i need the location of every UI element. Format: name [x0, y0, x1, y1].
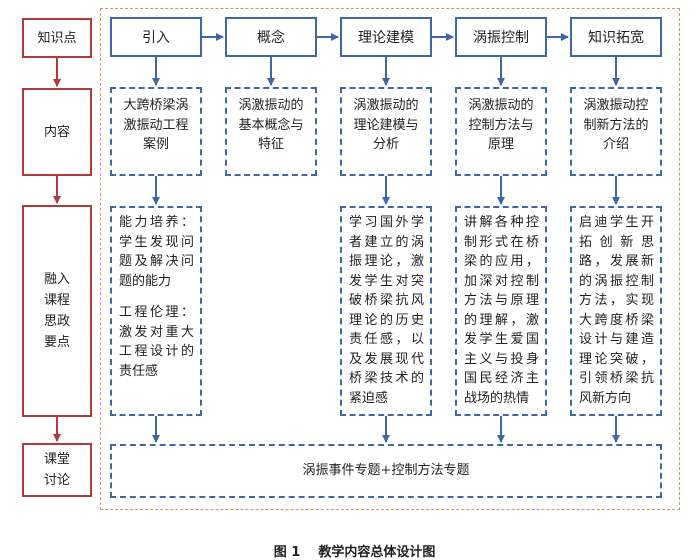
figure-caption: 图 1 教学内容总体设计图 [0, 526, 700, 560]
label-ideology: 融入 课程 思政 要点 [22, 205, 92, 417]
ideology-modeling-text: 学习国外学者建立的涡振理论，激发学生对突破桥梁抗风理论的历史责任感，以及发展现代… [349, 215, 424, 406]
node-concept: 概念 [225, 17, 317, 57]
label-discussion: 课堂 讨论 [22, 443, 92, 497]
node-control: 涡振控制 [455, 17, 547, 57]
ideology-intro-ethics: 工程伦理：激发对重大工程设计的责任感 [119, 305, 194, 379]
outer-frame [100, 8, 680, 510]
content-case-text: 大跨桥梁涡激振动工程案例 [123, 98, 189, 152]
node-intro: 引入 [110, 17, 202, 57]
label-knowledge-point: 知识点 [22, 18, 92, 58]
node-extension: 知识拓宽 [570, 17, 662, 57]
ideology-control: 讲解各种控制形式在桥梁的应用，加深对控制方法与原理的理解，激发学生爱国主义与投身… [455, 206, 547, 416]
content-new-methods: 涡激振动控制新方法的介绍 [570, 87, 662, 176]
content-control: 涡激振动的控制方法与原理 [455, 87, 547, 176]
content-concept-text: 涡激振动的基本概念与特征 [238, 98, 304, 152]
label-discussion-text: 课堂 讨论 [43, 452, 70, 488]
ideology-modeling: 学习国外学者建立的涡振理论，激发学生对突破桥梁抗风理论的历史责任感，以及发展现代… [340, 206, 432, 416]
content-modeling-text: 涡激振动的理论建模与分析 [353, 98, 419, 152]
discussion-topics-text: 涡振事件专题+控制方法专题 [302, 463, 470, 479]
ideology-intro: 能力培养：学生发现问题及解决问题的能力 工程伦理：激发对重大工程设计的责任感 [110, 206, 202, 416]
node-extension-label: 知识拓宽 [588, 30, 644, 46]
content-concept: 涡激振动的基本概念与特征 [225, 87, 317, 176]
node-modeling-label: 理论建模 [358, 30, 414, 46]
node-modeling: 理论建模 [340, 17, 432, 57]
content-modeling: 涡激振动的理论建模与分析 [340, 87, 432, 176]
content-control-text: 涡激振动的控制方法与原理 [468, 98, 534, 152]
label-content-text: 内容 [43, 124, 70, 140]
content-new-methods-text: 涡激振动控制新方法的介绍 [583, 98, 649, 152]
node-concept-label: 概念 [257, 30, 285, 46]
label-content: 内容 [22, 88, 92, 176]
figure-caption-text: 图 1 教学内容总体设计图 [273, 545, 436, 560]
content-case: 大跨桥梁涡激振动工程案例 [110, 87, 202, 176]
discussion-topics: 涡振事件专题+控制方法专题 [110, 444, 662, 498]
node-intro-label: 引入 [142, 30, 170, 46]
node-control-label: 涡振控制 [473, 30, 529, 46]
ideology-extension: 启迪学生开拓创新思路，发展新的涡振控制方法，实现大跨度桥梁设计与建造理论突破，引… [570, 206, 662, 416]
label-ideology-text: 融入 课程 思政 要点 [43, 272, 70, 350]
ideology-extension-text: 启迪学生开拓创新思路，发展新的涡振控制方法，实现大跨度桥梁设计与建造理论突破，引… [579, 215, 654, 406]
ideology-intro-ability: 能力培养：学生发现问题及解决问题的能力 [119, 215, 194, 289]
label-knowledge-point-text: 知识点 [37, 30, 77, 46]
ideology-control-text: 讲解各种控制形式在桥梁的应用，加深对控制方法与原理的理解，激发学生爱国主义与投身… [464, 215, 539, 406]
